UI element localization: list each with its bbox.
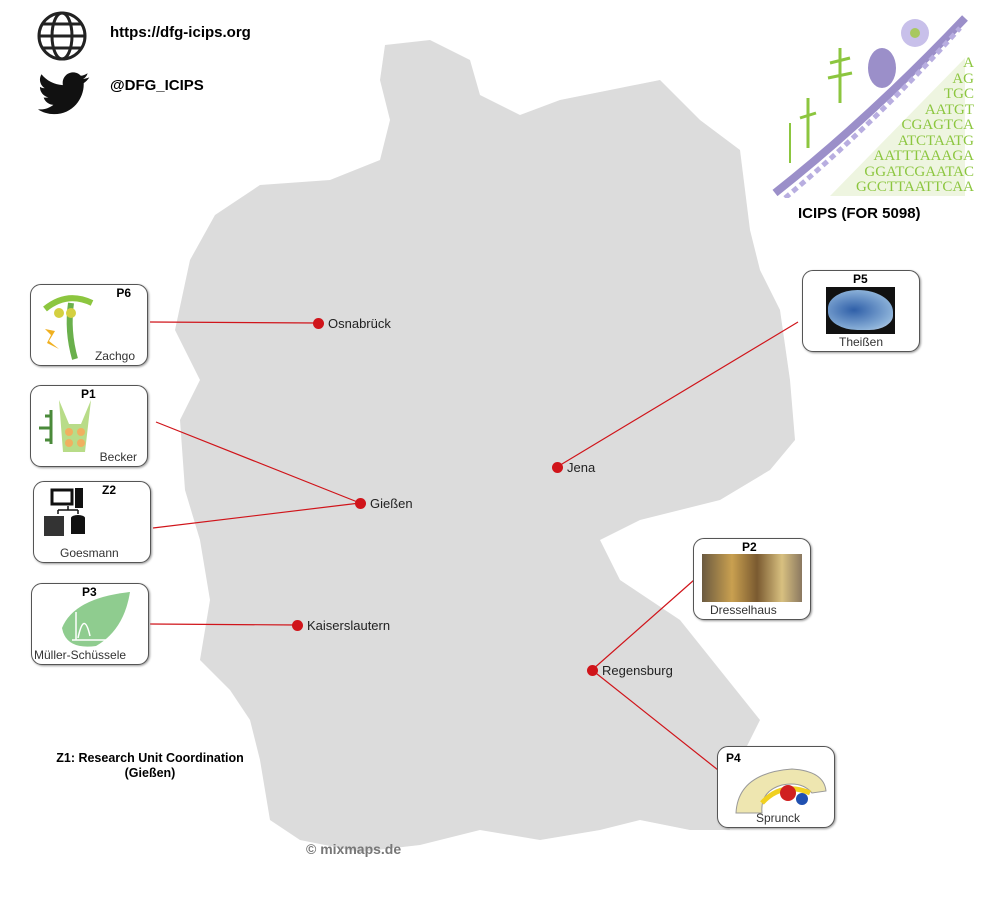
flower-carpel-icon xyxy=(39,400,91,452)
project-card-p4[interactable]: P4 Sprunck xyxy=(717,746,835,828)
coordination-note: Z1: Research Unit Coordination (Gießen) xyxy=(30,751,270,781)
city-label-kaiserslautern: Kaiserslautern xyxy=(307,618,391,633)
note-line-1: Z1: Research Unit Coordination xyxy=(56,751,244,765)
city-marker-jena[interactable] xyxy=(552,462,563,473)
city-label-regensburg: Regensburg xyxy=(602,663,673,678)
globe-icon xyxy=(36,10,88,62)
city-marker-giessen[interactable] xyxy=(355,498,366,509)
project-card-p5[interactable]: P5 Theißen xyxy=(802,270,920,352)
maize-cob-image xyxy=(702,554,802,602)
project-card-p1[interactable]: P1 Becker xyxy=(30,385,148,467)
project-lead: Zachgo xyxy=(94,349,135,363)
project-lead: Dresselhaus xyxy=(710,603,777,617)
project-code: Z2 xyxy=(102,483,117,497)
project-code: P3 xyxy=(82,585,97,599)
city-marker-regensburg[interactable] xyxy=(587,665,598,676)
logo-title: ICIPS (FOR 5098) xyxy=(798,205,921,222)
note-line-2: (Gießen) xyxy=(124,766,176,780)
website-link[interactable]: https://dfg-icips.org xyxy=(110,24,251,41)
city-label-osnabrueck: Osnabrück xyxy=(328,316,391,331)
city-label-jena: Jena xyxy=(567,460,596,475)
germany-outline xyxy=(175,40,795,852)
twitter-icon xyxy=(38,72,90,116)
project-lead: Müller-Schüssele xyxy=(34,648,127,662)
petal-image xyxy=(826,287,895,334)
city-label-giessen: Gießen xyxy=(370,496,413,511)
project-lead: Theißen xyxy=(839,335,884,349)
project-lead: Becker xyxy=(99,450,137,464)
twitter-handle-link[interactable]: @DFG_ICIPS xyxy=(110,77,204,94)
project-card-p6[interactable]: P6 Zachgo xyxy=(30,284,148,366)
project-code: P4 xyxy=(726,751,741,765)
map-credit: © mixmaps.de xyxy=(306,841,402,857)
project-code: P1 xyxy=(81,387,96,401)
ovule-icon xyxy=(735,768,827,814)
computer-database-icon xyxy=(44,488,85,536)
project-code: P2 xyxy=(742,540,757,554)
connector-lines xyxy=(149,321,799,771)
leaf-chart-icon xyxy=(62,592,130,647)
project-lead: Goesmann xyxy=(60,546,119,560)
project-card-z2[interactable]: Z2 Goesmann xyxy=(33,481,151,563)
project-code: P5 xyxy=(853,272,868,286)
project-code: P6 xyxy=(116,286,131,300)
palm-tree-icon xyxy=(43,295,94,360)
project-card-p2[interactable]: P2 Dresselhaus xyxy=(693,538,811,620)
project-card-p3[interactable]: P3 Müller-Schüssele xyxy=(31,583,149,665)
city-marker-osnabrueck[interactable] xyxy=(313,318,324,329)
dna-helix-icon xyxy=(772,15,968,200)
project-lead: Sprunck xyxy=(756,811,801,825)
city-marker-kaiserslautern[interactable] xyxy=(292,620,303,631)
